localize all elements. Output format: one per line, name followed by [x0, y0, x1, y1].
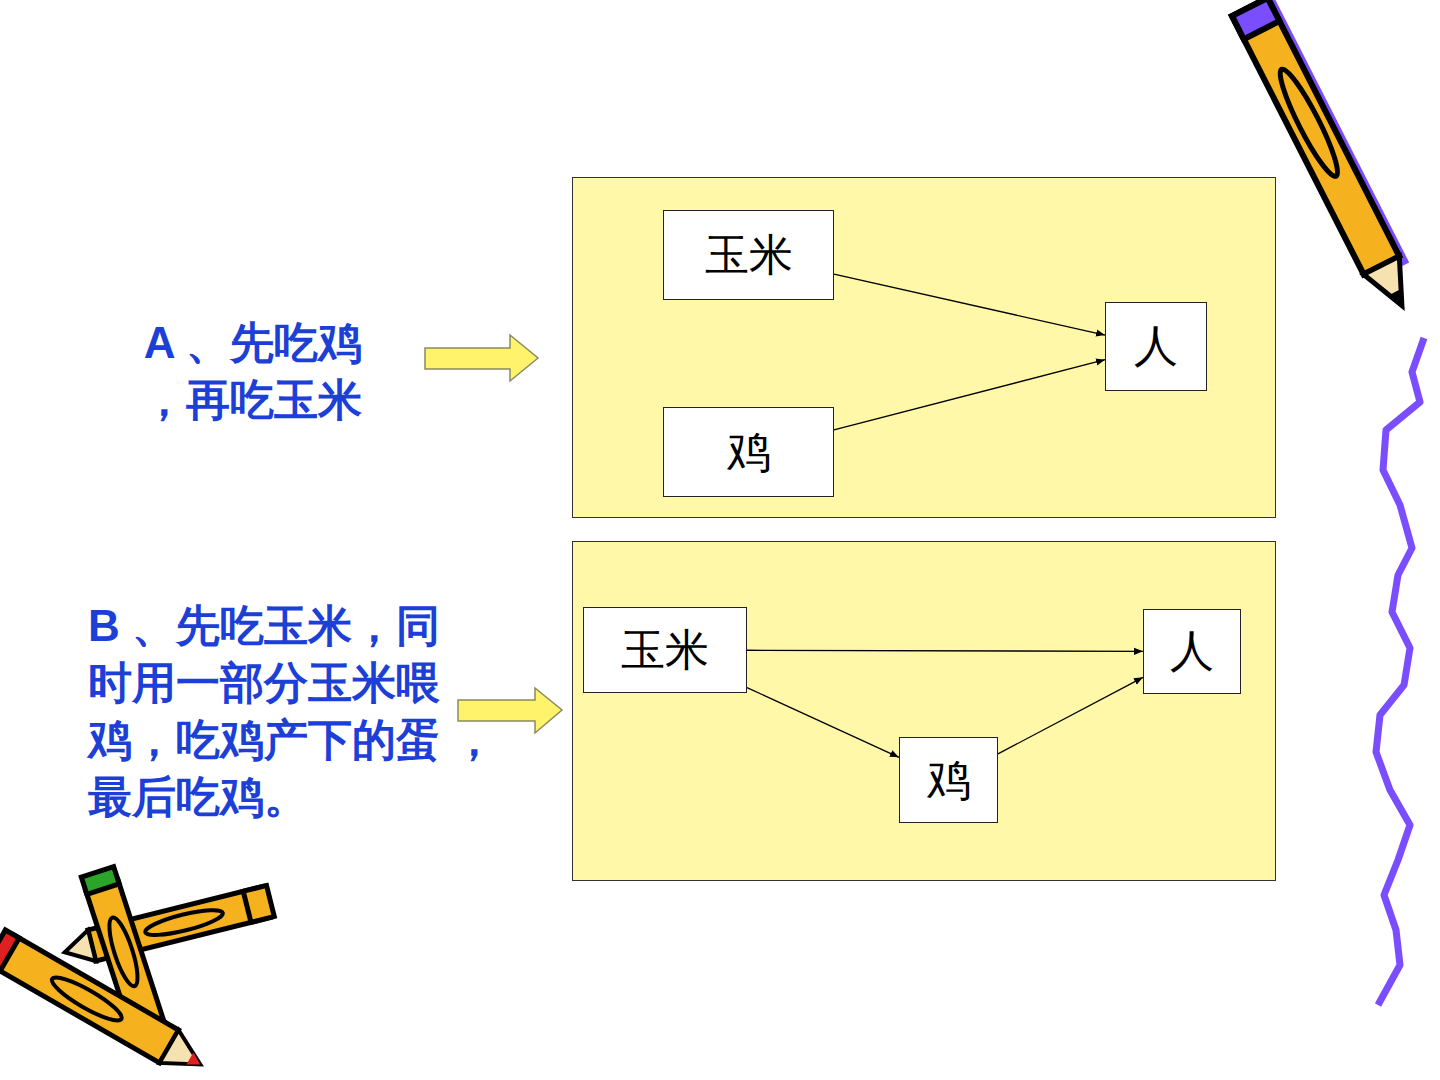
wavy-line: [1376, 338, 1424, 1005]
scenario-text: A 、先吃鸡 ，再吃玉米: [96, 314, 362, 428]
node-text: 人: [1170, 622, 1214, 681]
pencil-illustration: [0, 930, 210, 1080]
process-box: 鸡: [899, 737, 998, 823]
node-text: 鸡: [727, 423, 771, 482]
node-text: 鸡: [927, 751, 971, 810]
flow-arrow: [834, 274, 1105, 335]
scenario-text: B 、先吃玉米，同 时用一部分玉米喂 鸡，吃鸡产下的蛋 ，最后吃鸡。: [88, 597, 508, 825]
scenario-panel: [572, 541, 1276, 881]
pencil-illustration: [81, 867, 174, 1064]
node-text: 玉米: [705, 226, 793, 285]
flow-arrow: [998, 677, 1143, 754]
process-box: 玉米: [663, 210, 834, 300]
node-text: 人: [1134, 317, 1178, 376]
process-box: 鸡: [663, 407, 834, 497]
flow-arrow: [834, 360, 1105, 430]
process-box: 人: [1105, 302, 1207, 391]
pencil-illustration: [61, 885, 274, 967]
flow-arrow: [747, 650, 1143, 651]
process-box: 人: [1143, 609, 1241, 694]
process-box: 玉米: [583, 607, 747, 693]
node-text: 玉米: [621, 621, 709, 680]
pencil-illustration: [1232, 0, 1426, 317]
flow-arrow: [747, 688, 899, 758]
block-arrow: [425, 335, 538, 381]
